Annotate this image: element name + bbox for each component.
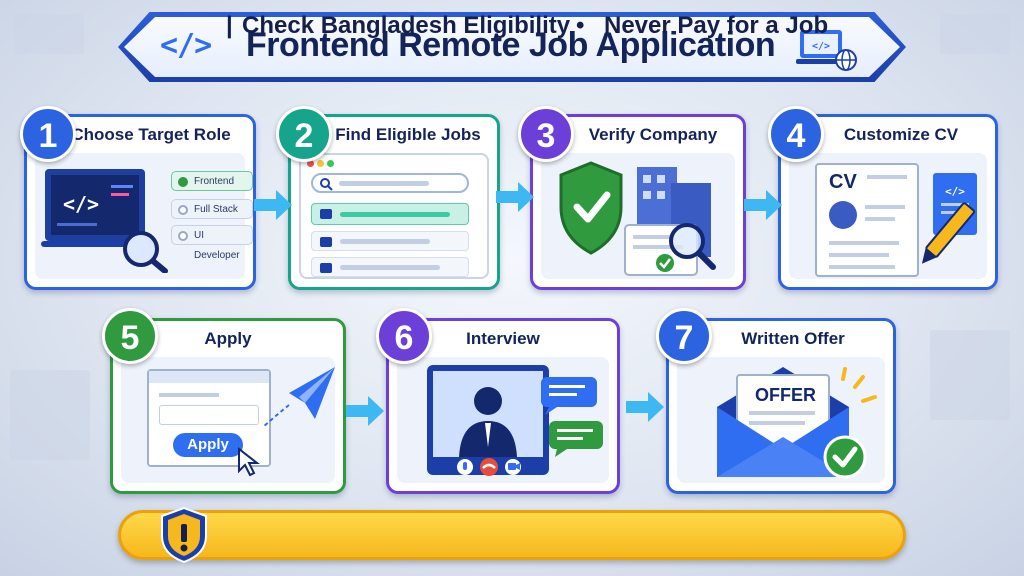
arrow-right-icon [496,182,534,212]
banner-separator: | [226,12,233,39]
step-illustration: CV </> [789,153,987,279]
option-label: Full Stack [194,204,238,215]
step-illustration: OFFER [677,357,885,483]
svg-text:</>: </> [812,41,830,52]
step-card-written-offer: Written Offer OFFER [666,318,896,494]
bg-block [940,14,1010,54]
step-title: Apply [204,329,252,348]
option-label: Frontend [194,176,235,187]
laptop-magnifier-icon: </> [41,169,168,273]
job-list-item[interactable] [311,231,469,251]
job-search-input[interactable] [311,173,469,193]
shield-building-check-icon [559,161,716,276]
header-panel [124,17,900,77]
arrow-right-icon [254,190,292,220]
role-option-full-stack[interactable]: Full Stack [171,199,253,219]
paper-plane-icon [262,367,335,428]
step-number-badge: 7 [656,308,712,364]
briefcase-icon [320,209,332,219]
step-illustration [397,357,609,483]
step-illustration: Apply [121,357,335,483]
offer-envelope-icon [717,367,877,479]
job-list-window [299,153,489,279]
code-icon: </> [160,28,212,63]
role-option-ui-developer[interactable]: UI Developer [171,225,253,261]
arrow-right-icon [626,392,664,422]
bg-block [10,370,90,460]
step-illustration [541,153,735,279]
page-title: Frontend Remote Job Application [246,26,776,64]
job-list-item[interactable] [311,257,469,277]
step-card-verify-company: Verify Company [530,114,746,290]
step-number-badge: 1 [20,106,76,162]
bg-block [930,330,1010,420]
briefcase-icon [320,263,332,273]
step-title: Interview [466,329,540,348]
arrow-right-icon [346,396,384,426]
job-list-item[interactable] [311,203,469,225]
warning-shield-icon [161,506,207,564]
step-title: Find Eligible Jobs [335,125,481,144]
warning-banner [118,510,906,560]
step-title: Choose Target Role [71,125,231,144]
search-icon [320,178,333,191]
banner-never-pay-text: Never Pay for a Job [604,12,829,39]
arrow-right-icon [744,190,782,220]
laptop-globe-icon: </> [796,30,857,71]
offer-label: OFFER [755,385,816,405]
step-number-badge: 3 [518,106,574,162]
step-number-badge: 5 [102,308,158,364]
banner-eligibility-text: Check Bangladesh Eligibility [242,12,571,39]
step-title: Verify Company [588,125,718,144]
step-card-find-jobs: Find Eligible Jobs [288,114,500,290]
svg-text:</>: </> [63,192,99,216]
application-form [147,369,271,467]
step-number-badge: 4 [768,106,824,162]
cv-label: CV [829,171,857,193]
svg-text:</>: </> [945,185,965,198]
role-option-frontend[interactable]: Frontend [171,171,253,191]
step-title: Customize CV [843,125,959,144]
step-illustration: </> Frontend Full Stack UI Developer [35,153,253,279]
bg-block [14,14,84,54]
apply-button[interactable]: Apply [173,433,243,457]
cv-document: CV [815,163,919,277]
banner-bullet: • [576,12,585,39]
cursor-icon [238,447,260,477]
profile-icon [829,201,857,229]
option-label: UI Developer [194,230,240,261]
step-number-badge: 2 [276,106,332,162]
step-title: Written Offer [741,329,845,348]
step-card-customize-cv: Customize CV CV </> [778,114,998,290]
briefcase-icon [320,237,332,247]
video-call-icon [427,365,603,476]
code-file-pencil-icon: </> [921,173,977,264]
step-number-badge: 6 [376,308,432,364]
